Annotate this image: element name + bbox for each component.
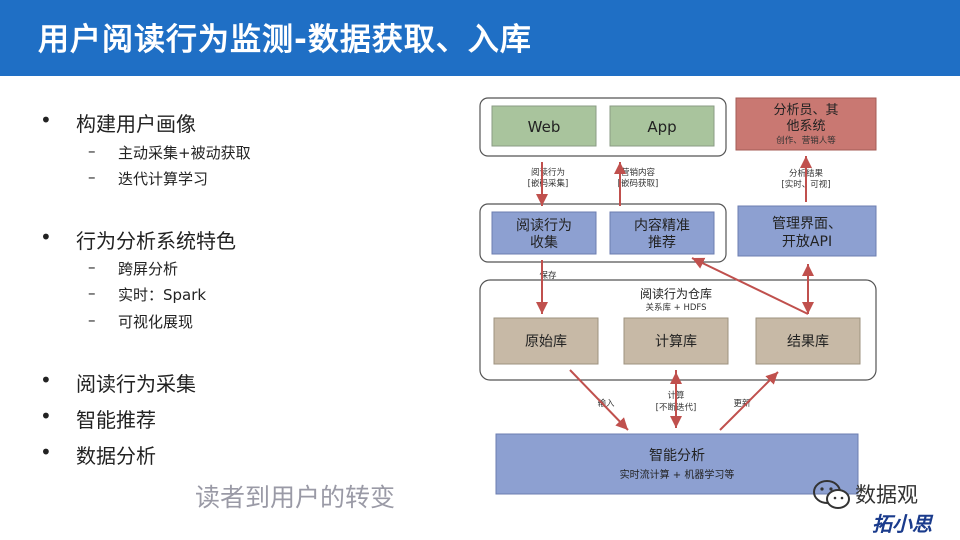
compute-db-box — [623, 317, 729, 365]
analyst-line2: 他系统 — [786, 119, 825, 134]
web-box — [491, 105, 597, 147]
reading-collect-line1: 阅读行为 — [516, 217, 572, 234]
analyst-line1: 分析员、其 — [773, 103, 838, 118]
mgmt-line1: 管理界面、 — [772, 216, 842, 232]
analyst-box — [735, 97, 877, 151]
wechat-icon — [813, 480, 850, 509]
raw-db-box — [493, 317, 599, 365]
slide-caption: 读者到用户的转变 — [195, 483, 396, 512]
update-label: 更新 — [733, 398, 751, 409]
marketing-label-line1: 营销内容 — [621, 167, 656, 178]
content-rec-line2: 推荐 — [648, 235, 676, 251]
raw-db-label: 原始库 — [525, 334, 567, 350]
watermark-text: 数据观 — [855, 483, 918, 507]
arrow-raw-to-ai — [569, 369, 629, 431]
title-bar: 用户阅读行为监测-数据获取、入库 — [0, 0, 960, 76]
watermark-signature: 拓小思 — [872, 512, 932, 536]
input-label: 输入 — [597, 398, 615, 409]
result-db-label: 结果库 — [787, 334, 829, 350]
save-label: 保存 — [539, 270, 557, 281]
ai-sub: 实时流计算 + 机器学习等 — [620, 468, 735, 481]
reading-collect-box — [491, 211, 597, 255]
compute-db-label: 计算库 — [655, 334, 697, 350]
marketing-label-line2: [嵌码获取] — [618, 178, 659, 189]
app-box — [609, 105, 715, 147]
arrow-result-to-rec — [691, 257, 809, 315]
analyst-sub: 创作、营销人等 — [776, 135, 836, 146]
reading-collect-line2: 收集 — [530, 234, 558, 251]
warehouse-sub: 关系库 + HDFS — [645, 302, 706, 313]
content-rec-line1: 内容精准 — [634, 217, 690, 234]
client-group-frame — [479, 97, 727, 157]
content-rec-box — [609, 211, 715, 255]
mgmt-line2: 开放API — [782, 234, 832, 250]
collect-label-line1: 阅读行为 — [531, 167, 565, 178]
app-label: App — [647, 118, 676, 136]
page-title: 用户阅读行为监测-数据获取、入库 — [38, 22, 532, 58]
collect-label-line2: [嵌码采集] — [528, 178, 569, 189]
mgmt-box — [737, 205, 877, 257]
architecture-diagram: Web App 分析员、其 他系统 创作、营销人等 阅读行为 [嵌码采集] 营销… — [479, 97, 877, 495]
ai-analysis-box — [495, 433, 859, 495]
result-db-box — [755, 317, 861, 365]
web-label: Web — [528, 118, 561, 136]
ai-title: 智能分析 — [649, 448, 705, 464]
arrow-ai-to-result — [719, 371, 779, 431]
warehouse-title: 阅读行为仓库 — [640, 286, 712, 301]
service-group-frame — [479, 203, 727, 263]
